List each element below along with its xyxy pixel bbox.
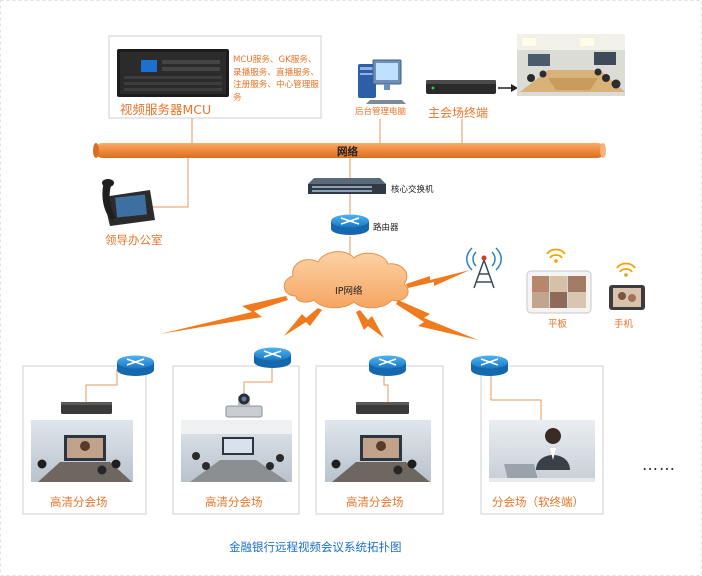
- branch-router-icon: [254, 347, 291, 368]
- core-switch-label: 核心交换机: [391, 185, 434, 195]
- mcu-services-text: MCU服务、GK服务、录播服务、直播服务、注册服务、中心管理服务: [233, 55, 319, 103]
- soft-terminal-photo: [489, 420, 595, 482]
- main-terminal-icon: [426, 80, 496, 94]
- network-bus: [93, 143, 606, 158]
- mcu-server-icon: [117, 49, 229, 97]
- bus-connectors: [149, 118, 463, 254]
- branch-router-icon: [471, 355, 508, 376]
- router-label: 路由器: [373, 223, 399, 233]
- branch-room-photo: [181, 420, 292, 482]
- network-bus-label: 网络: [337, 146, 358, 158]
- mcu-label: 视频服务器MCU: [120, 102, 212, 117]
- backend-pc-label: 后台管理电脑: [355, 107, 407, 117]
- backend-pc-icon: [358, 59, 406, 104]
- diagram-caption: 金融银行远程视频会议系统拓扑图: [229, 540, 402, 554]
- core-switch-icon: [308, 178, 386, 194]
- main-terminal-label: 主会场终端: [428, 106, 489, 120]
- branch-room-photo: [31, 420, 133, 482]
- main-venue-photo: [517, 34, 625, 96]
- more-branches-ellipsis: ……: [642, 455, 676, 474]
- tablet-label: 平板: [548, 319, 568, 330]
- branch-router-icon: [369, 355, 406, 376]
- antenna-tower-icon: [466, 247, 502, 289]
- branch-label: 高清分会场: [205, 495, 263, 509]
- central-router-icon: [331, 214, 369, 235]
- leader-office-label: 领导办公室: [105, 233, 163, 247]
- phone-label: 手机: [614, 319, 634, 330]
- branch-links: [85, 360, 542, 420]
- ip-network-label: IP网络: [335, 286, 363, 297]
- ptz-camera-icon: [225, 393, 263, 418]
- branch-label: 高清分会场: [346, 495, 404, 509]
- wireless-links: [160, 270, 478, 340]
- ip-network-cloud: [283, 251, 409, 309]
- hd-terminal-icon: [61, 402, 112, 414]
- branch-router-icon: [117, 355, 154, 376]
- branch-room-photo: [325, 420, 431, 482]
- phone-icon: [609, 262, 645, 310]
- branch-label: 分会场（软终端）: [492, 495, 584, 509]
- office-phone-icon: [102, 179, 155, 226]
- branch-label: 高清分会场: [50, 495, 108, 509]
- hd-terminal-icon: [356, 402, 409, 414]
- tablet-icon: [526, 248, 592, 314]
